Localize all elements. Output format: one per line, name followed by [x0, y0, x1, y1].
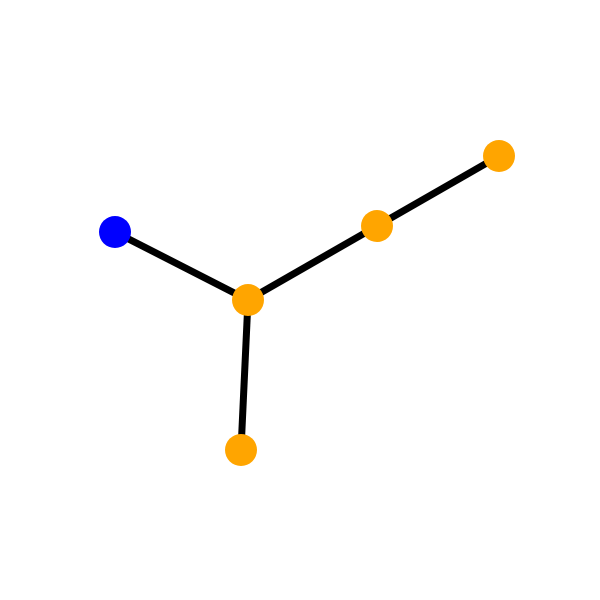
edges-layer: [113, 152, 501, 451]
edge-center-node-bottom-node: [237, 299, 252, 451]
edge-mid-right-node-far-right-node: [375, 152, 501, 230]
bottom-node: [225, 434, 257, 466]
mid-right-node: [361, 210, 393, 242]
center-node: [232, 284, 264, 316]
blue-node: [99, 216, 131, 248]
far-right-node: [483, 140, 515, 172]
edge-blue-node-center-node: [113, 228, 250, 304]
edge-center-node-mid-right-node: [246, 222, 379, 304]
nodes-layer: [99, 140, 515, 466]
